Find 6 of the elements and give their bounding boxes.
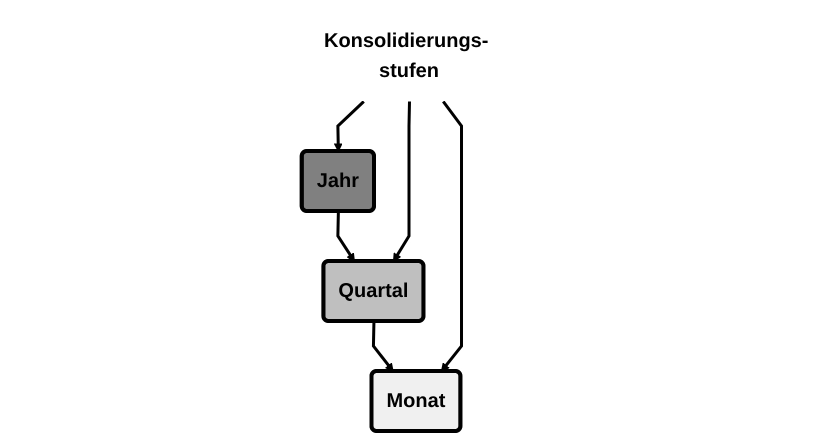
arrow (336, 210, 354, 262)
arrow (371, 320, 394, 372)
arrow (440, 100, 462, 372)
arrow (392, 100, 410, 262)
node-text: Konsolidierungs- stufen (324, 30, 488, 82)
arrow (333, 100, 364, 152)
